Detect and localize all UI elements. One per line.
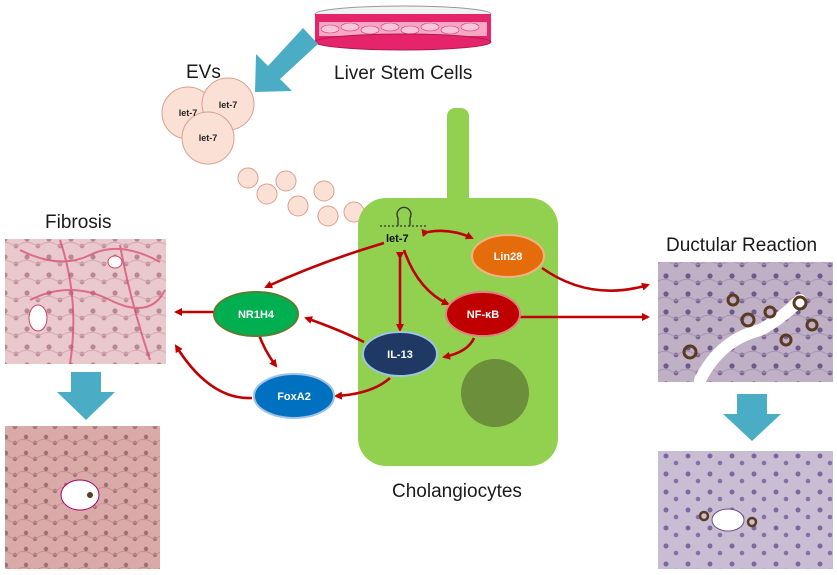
ductular-reaction-histology-image [658,262,833,386]
node-lin28: Lin28 [471,234,545,278]
svg-text:Lin28: Lin28 [494,251,523,263]
improvement-arrow-left [57,372,115,420]
resolved-fibrosis-histology-image [5,426,160,569]
resolved-ductular-histology-image [658,451,833,569]
node-nr1h4: NR1H4 [213,291,299,337]
svg-text:NR1H4: NR1H4 [238,309,275,321]
cholangiocytes-label: Cholangiocytes [392,481,522,502]
node-foxa2: FoxA2 [253,373,335,419]
svg-text:FoxA2: FoxA2 [277,391,311,403]
svg-text:NF-κB: NF-κB [467,309,499,321]
cholangiocyte-cell [358,108,558,466]
vesicle-cargo-label: let-7 [199,133,218,143]
petri-dish-icon [314,5,492,51]
small-vesicles [237,167,365,227]
vesicle-cargo-label: let-7 [179,108,198,118]
evs-label: EVs [186,62,221,83]
fibrosis-histology-image [5,239,166,365]
node-il13: IL-13 [362,331,438,377]
vesicle [181,111,235,165]
ev-cluster: let-7 let-7 let-7 [161,77,255,165]
nucleus [461,359,529,427]
svg-text:IL-13: IL-13 [387,349,413,361]
improvement-arrow-right [723,394,781,441]
pathway-arrows [174,229,650,400]
fibrosis-label: Fibrosis [45,212,112,233]
node-nfkb: NF-κB [445,291,521,337]
ductular-reaction-label: Ductular Reaction [666,235,817,256]
mirna-hairpin-icon [380,206,426,227]
vesicle-cargo-label: let-7 [219,100,238,110]
let7-node-label: let-7 [386,233,409,245]
release-arrow [255,28,318,92]
liver-stem-cells-label: Liver Stem Cells [334,63,472,84]
